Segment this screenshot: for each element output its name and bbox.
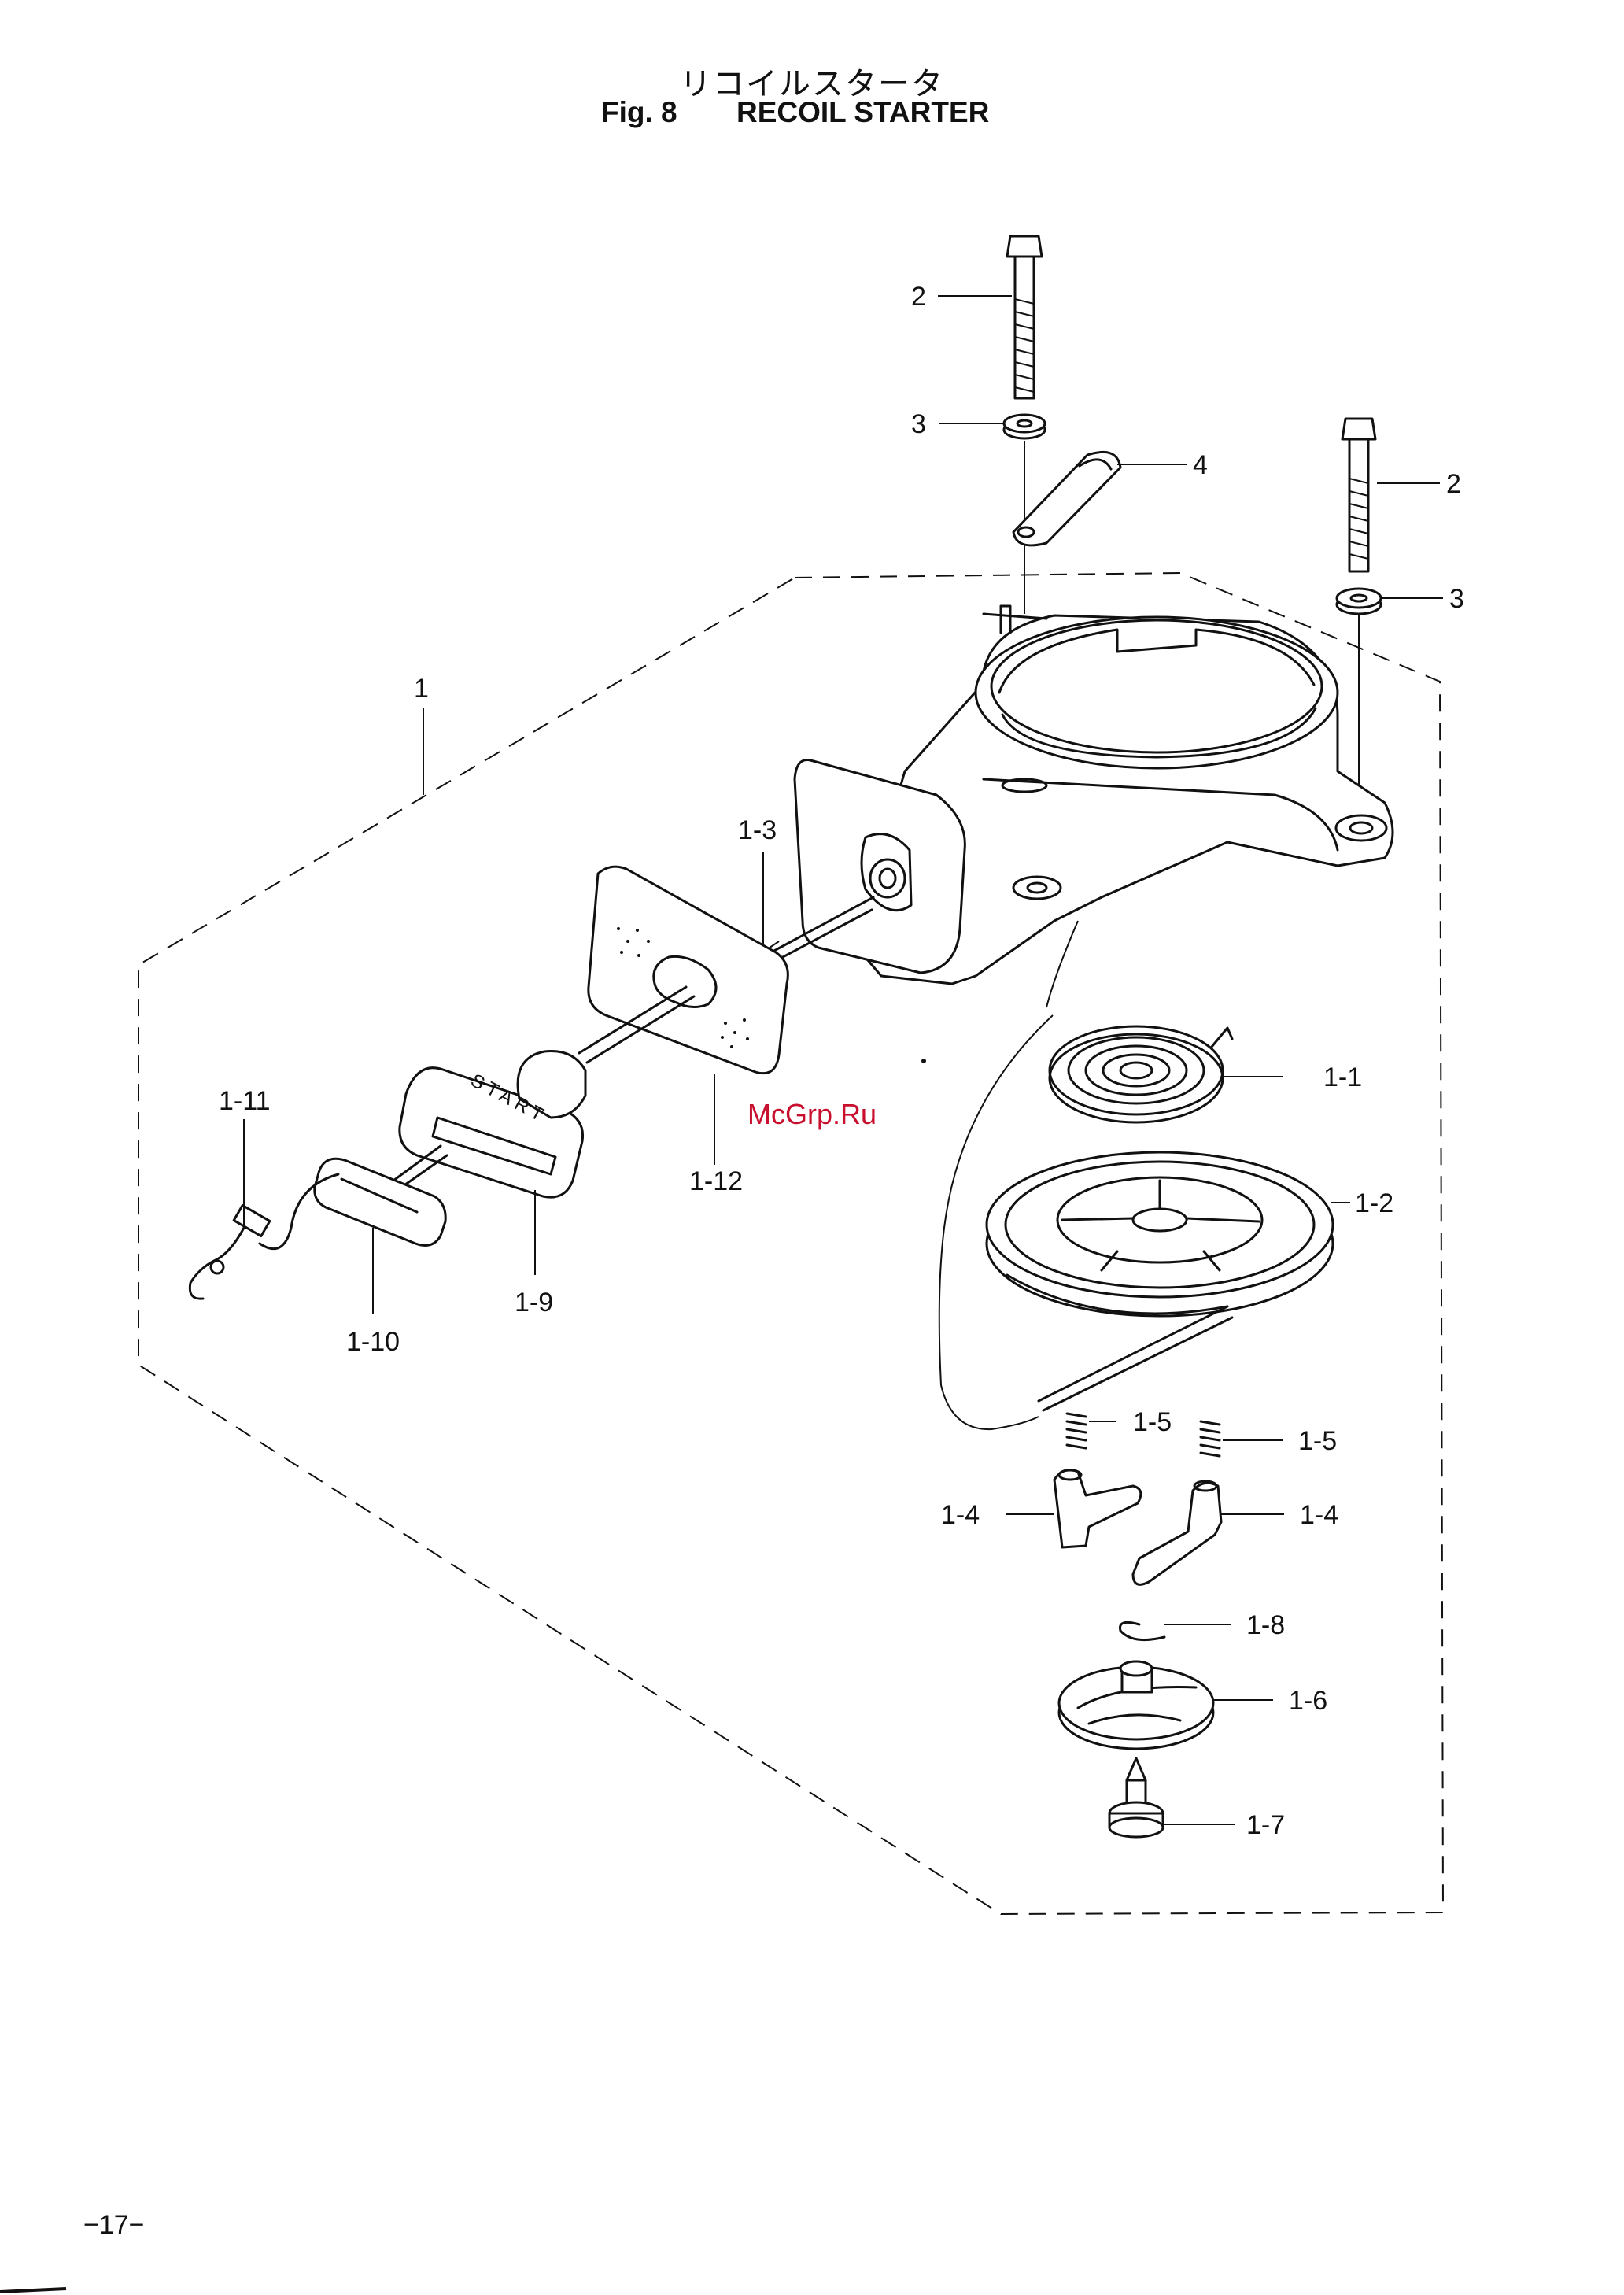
recoil-spring-1-1 (1050, 1026, 1232, 1122)
callout-3-right: 3 (1449, 584, 1464, 614)
callout-1-4-left: 1-4 (941, 1500, 980, 1530)
bolt-2-top (1007, 236, 1042, 398)
callout-1-7: 1-7 (1246, 1810, 1285, 1840)
retaining-clip-1-8 (1120, 1622, 1165, 1639)
leader-lines (244, 296, 1443, 1824)
callout-4: 4 (1193, 450, 1208, 480)
callout-1-8: 1-8 (1246, 1610, 1285, 1640)
callout-1-4-right: 1-4 (1300, 1500, 1338, 1530)
rope-reel-1-2 (987, 1152, 1333, 1316)
ratchet-cam-1-6 (1059, 1661, 1213, 1749)
callout-1-10: 1-10 (346, 1327, 400, 1357)
rope-on-reel (1039, 1306, 1232, 1410)
pawl-spring-1-5-left (1067, 1414, 1086, 1448)
callout-1-2: 1-2 (1355, 1188, 1393, 1218)
pawl-1-4-left (1054, 1470, 1141, 1547)
callout-1-5-left: 1-5 (1133, 1407, 1172, 1437)
pawl-1-4-right (1133, 1481, 1221, 1584)
callout-1-12: 1-12 (689, 1166, 743, 1196)
callout-2-top: 2 (911, 282, 926, 312)
callout-1: 1 (414, 674, 429, 704)
rope-retainer-1-10 (315, 1159, 445, 1245)
watermark: McGrp.Ru (747, 1098, 877, 1130)
washer-3-right (1337, 589, 1381, 614)
callout-1-6: 1-6 (1289, 1686, 1327, 1716)
rope-guide-plate-4 (1013, 452, 1120, 545)
callout-2-right: 2 (1446, 469, 1461, 499)
callout-1-3: 1-3 (738, 815, 777, 845)
start-handle-1-9: START (400, 1051, 585, 1198)
callout-1-5-right: 1-5 (1298, 1426, 1337, 1456)
washer-3-top (1004, 415, 1045, 438)
callout-1-1: 1-1 (1323, 1062, 1362, 1092)
callout-1-11: 1-11 (219, 1086, 271, 1116)
page-number: −17− (83, 2210, 145, 2241)
pawl-spring-1-5-right (1201, 1421, 1220, 1456)
callout-1-9: 1-9 (515, 1288, 553, 1318)
screw-1-7 (1109, 1758, 1163, 1837)
bolt-2-right (1342, 419, 1375, 571)
callout-3-top: 3 (911, 409, 926, 439)
